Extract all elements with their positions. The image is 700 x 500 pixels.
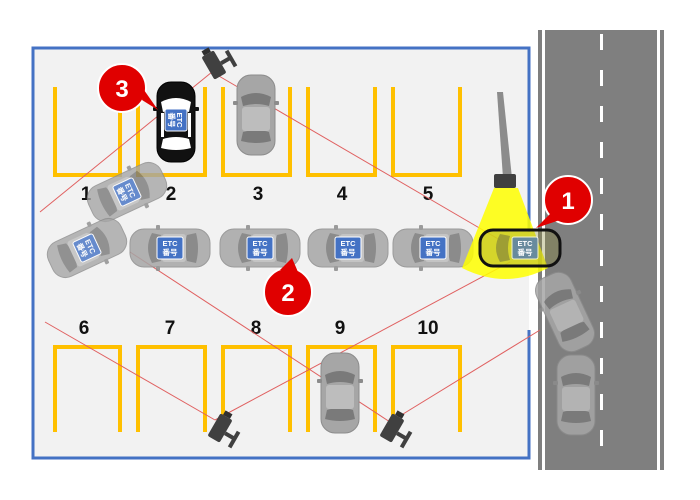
slot-number-3: 3 <box>253 184 264 205</box>
slot-number-10: 10 <box>417 318 438 339</box>
etc-tag-line1: ETC <box>253 239 269 248</box>
parked-car-slot-3 <box>232 74 280 156</box>
etc-tag-line1: ETC <box>341 239 357 248</box>
slot-number-9: 9 <box>335 318 346 339</box>
turning-car-ghost-a: ETC 番号 <box>80 153 174 231</box>
slot-number-6: 6 <box>79 318 90 339</box>
slot-number-2: 2 <box>166 184 177 205</box>
slot-number-1: 1 <box>81 184 92 205</box>
badge-number-3: 3 <box>115 76 128 103</box>
road-edge-left <box>542 30 545 470</box>
badge-1: 1 <box>536 175 593 228</box>
badge-number-1: 1 <box>561 188 574 215</box>
badge-2: 2 <box>263 258 313 317</box>
slot-number-4: 4 <box>337 184 348 205</box>
etc-tag <box>164 108 188 132</box>
top-slot-lines <box>53 87 462 177</box>
gate-barrier-icon <box>494 92 516 188</box>
slot-number-7: 7 <box>165 318 176 339</box>
parking-lot-border <box>31 46 531 460</box>
etc-tag-line2: 番号 <box>425 247 441 257</box>
slot-number-8: 8 <box>251 318 262 339</box>
etc-tag-line1: ETC <box>518 239 534 248</box>
road-center-dashes <box>600 34 603 446</box>
etc-tag-line1: ETC <box>163 239 179 248</box>
slot-number-5: 5 <box>423 184 434 205</box>
etc-tag-line1: ETC <box>175 113 184 129</box>
turning-car-ghost-b: ETC 番号 <box>40 209 134 287</box>
road-edge-right <box>657 30 660 470</box>
parked-car-slot-9 <box>316 352 364 434</box>
etc-tag-line2: 番号 <box>167 112 177 128</box>
badge-3: 3 <box>97 63 158 113</box>
etc-tag-line2: 番号 <box>340 247 356 257</box>
etc-tag-line2: 番号 <box>252 247 268 257</box>
etc-tag-line1: ETC <box>426 239 442 248</box>
badge-number-2: 2 <box>281 280 294 307</box>
black-car-slot-2: ETC 番号 <box>152 81 200 163</box>
road-car-approaching <box>552 354 600 436</box>
etc-tag <box>511 236 539 260</box>
etc-tags-row: ETC 番号 ETC 番号 ETC 番号 ETC 番号 <box>156 236 447 260</box>
etc-tag-line2: 番号 <box>517 247 533 257</box>
etc-tag-line2: 番号 <box>162 247 178 257</box>
